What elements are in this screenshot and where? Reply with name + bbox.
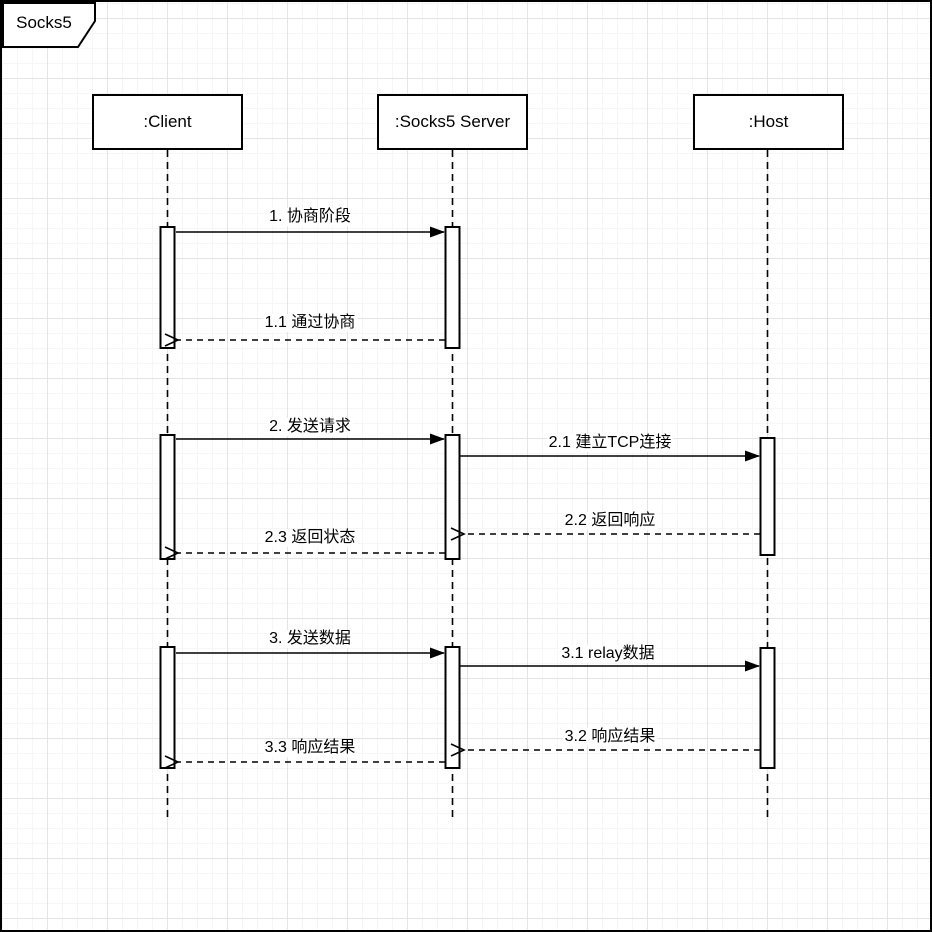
actor-box-client: :Client bbox=[92, 94, 243, 150]
message-label-1: 1. 协商阶段 bbox=[267, 208, 353, 226]
frame-label: Socks5 bbox=[2, 2, 102, 52]
message-label-1.1: 1.1 通过协商 bbox=[262, 314, 358, 332]
actor-label-server: :Socks5 Server bbox=[394, 112, 511, 131]
activation-client-2 bbox=[159, 434, 176, 560]
message-label-2.2: 2.2 返回响应 bbox=[562, 512, 658, 530]
frame-label-shape bbox=[2, 2, 96, 48]
activation-server-1 bbox=[444, 226, 461, 349]
message-label-2: 2. 发送请求 bbox=[267, 418, 353, 436]
activation-client-1 bbox=[159, 226, 176, 349]
activation-host-2 bbox=[759, 647, 776, 769]
frame-title: Socks5 bbox=[16, 13, 72, 32]
activation-client-3 bbox=[159, 646, 176, 769]
message-label-3.1: 3.1 relay数据 bbox=[559, 645, 657, 663]
activation-host-1 bbox=[759, 437, 776, 556]
message-label-3: 3. 发送数据 bbox=[267, 630, 353, 648]
message-label-2.1: 2.1 建立TCP连接 bbox=[546, 434, 674, 452]
actor-label-client: :Client bbox=[143, 112, 192, 131]
actor-label-host: :Host bbox=[748, 112, 789, 131]
actor-box-server: :Socks5 Server bbox=[377, 94, 528, 150]
activation-server-2 bbox=[444, 434, 461, 560]
actor-box-host: :Host bbox=[693, 94, 844, 150]
message-label-3.2: 3.2 响应结果 bbox=[562, 728, 658, 746]
message-label-2.3: 2.3 返回状态 bbox=[262, 529, 358, 547]
message-label-3.3: 3.3 响应结果 bbox=[262, 739, 358, 757]
activation-server-3 bbox=[444, 646, 461, 769]
